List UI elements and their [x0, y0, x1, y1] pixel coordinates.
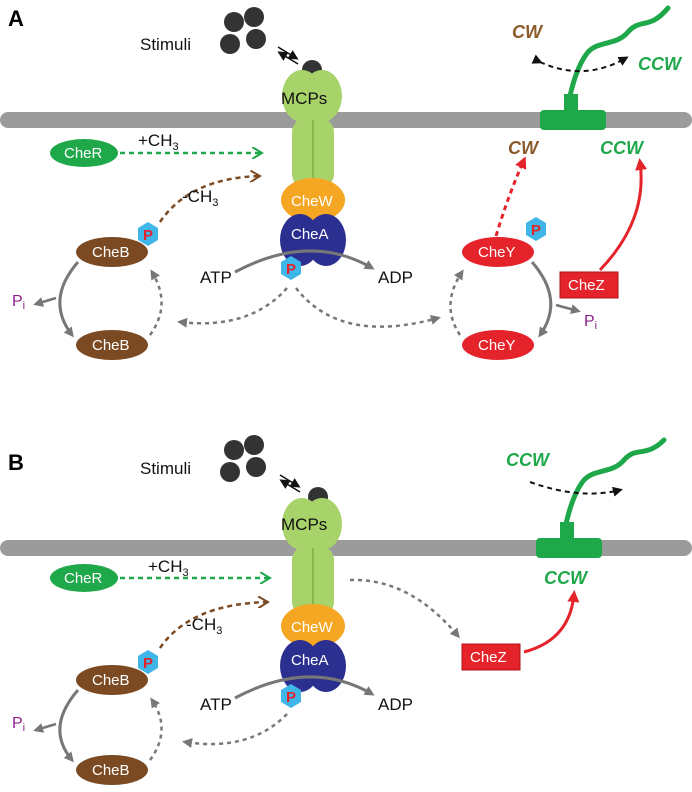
- cheb-phospho-arrow-b: [148, 697, 163, 761]
- chew-label-b: CheW: [291, 619, 334, 636]
- demethylation-label-a: -CH3: [182, 187, 218, 209]
- phosphotransfer-cheb-arrow-a: [177, 287, 288, 328]
- rotation-arrow-b: [529, 481, 623, 497]
- flagellum-ccw-label-a: CCW: [638, 54, 683, 74]
- cheb-dephospho-arrow-a: [58, 261, 80, 338]
- svg-text:P: P: [143, 655, 153, 672]
- phosphotransfer-cheb-arrow-b: [182, 713, 288, 749]
- chez-label-b: CheZ: [470, 649, 507, 666]
- chew-a: [281, 178, 345, 222]
- cheb-phospho-arrow-a: [148, 269, 163, 336]
- flagellum-b: [563, 437, 667, 527]
- motor-ccw-label-b: CCW: [544, 568, 589, 588]
- cheb-p-a: [76, 237, 148, 267]
- motor-cw-label-a: CW: [508, 138, 540, 158]
- stimuli-molecules-b: [220, 435, 328, 507]
- stimuli-label-a: Stimuli: [140, 35, 191, 54]
- pi-release-arrow-a: [33, 296, 57, 307]
- cheb-label-a: CheB: [92, 337, 130, 354]
- svg-text:P: P: [531, 222, 541, 239]
- panel-b: B Stimuli MCPs CheW: [0, 435, 692, 785]
- chez-b: [461, 643, 521, 671]
- cher-label-a: CheR: [64, 145, 103, 162]
- atp-adp-arrow-a: [234, 249, 375, 274]
- cheb-phospho-b: P: [138, 650, 158, 674]
- mcps-label-a: MCPs: [281, 89, 327, 108]
- panel-b-label: B: [8, 450, 24, 475]
- svg-text:P: P: [286, 261, 296, 278]
- panel-a-label: A: [8, 6, 24, 31]
- chez-label-a: CheZ: [568, 277, 605, 294]
- chew-b: [281, 604, 345, 648]
- svg-text:P: P: [143, 227, 153, 244]
- chey-p-a: [462, 237, 534, 267]
- chew-label-a: CheW: [291, 193, 334, 210]
- methylation-label-b: +CH3: [148, 557, 189, 579]
- pi-label-a2: Pi: [584, 313, 597, 332]
- stimuli-label-b: Stimuli: [140, 459, 191, 478]
- chey-dephospho-arrow-a: [530, 261, 553, 338]
- cheb-p-b: [76, 665, 148, 695]
- adp-label-a: ADP: [378, 268, 413, 287]
- cher-b: [50, 564, 118, 592]
- methylation-label-a: +CH3: [138, 131, 179, 153]
- pi-label-a: Pi: [12, 293, 25, 312]
- cheb-p-label-b: CheB: [92, 672, 130, 689]
- atp-label-b: ATP: [200, 695, 232, 714]
- phosphotransfer-chey-arrow-a: [295, 287, 441, 328]
- cher-label-b: CheR: [64, 570, 103, 587]
- mcps-label-b: MCPs: [281, 515, 327, 534]
- flagellum-cw-label-a: CW: [512, 22, 544, 42]
- cheb-b: [76, 755, 148, 785]
- demethylation-label-b: -CH3: [186, 615, 222, 637]
- chey-phospho-arrow-a: [449, 269, 464, 336]
- chey-p-label-a: CheY: [478, 244, 516, 261]
- cheb-a: [76, 330, 148, 360]
- chey-cw-arrow-a: [494, 156, 527, 237]
- pi-label-b: Pi: [12, 715, 25, 734]
- panel-a: A Stimuli MCPs CheW: [0, 5, 692, 360]
- chez-ccw-arrow-a: [598, 158, 648, 272]
- flagellum-ccw-label-b: CCW: [506, 450, 551, 470]
- chey-label-a: CheY: [478, 337, 516, 354]
- mcp-receptor-b: [282, 498, 342, 616]
- flagellum-a: [567, 5, 671, 99]
- svg-text:P: P: [286, 689, 296, 706]
- motor-ccw-label-a: CCW: [600, 138, 645, 158]
- cher-a: [50, 139, 118, 167]
- mcp-receptor-a: [282, 70, 342, 188]
- chea-label-b: CheA: [291, 652, 329, 669]
- chez-ccw-arrow-b: [523, 590, 580, 654]
- chea-phospho-b: P: [281, 684, 301, 708]
- chea-phospho-a: P: [281, 256, 301, 280]
- chez-a: [559, 271, 619, 299]
- atp-label-a: ATP: [200, 268, 232, 287]
- chey-a: [462, 330, 534, 360]
- binding-arrows-a: [277, 46, 299, 65]
- demethylation-arrow-a: [158, 176, 260, 223]
- rotation-arrow-a: [531, 54, 629, 72]
- chea-label-a: CheA: [291, 226, 329, 243]
- cheb-p-label-a: CheB: [92, 244, 130, 261]
- cheb-dephospho-arrow-b: [58, 689, 80, 763]
- flagellar-motor-a: [540, 94, 606, 130]
- pi-release-arrow-b: [33, 722, 57, 733]
- cheb-label-b: CheB: [92, 762, 130, 779]
- membrane-a: [0, 112, 692, 128]
- adp-label-b: ADP: [378, 695, 413, 714]
- stimuli-molecules-a: [220, 7, 322, 80]
- cheb-phospho-a: P: [138, 222, 158, 246]
- mcp-chez-arrow-b: [349, 578, 460, 639]
- pi-release-arrow-a2: [555, 303, 581, 314]
- chey-phospho-a: P: [526, 217, 546, 241]
- flagellar-motor-b: [536, 522, 602, 558]
- binding-arrows-b: [279, 474, 301, 493]
- demethylation-arrow-b: [158, 602, 268, 649]
- atp-adp-arrow-b: [234, 675, 375, 700]
- membrane-b: [0, 540, 692, 556]
